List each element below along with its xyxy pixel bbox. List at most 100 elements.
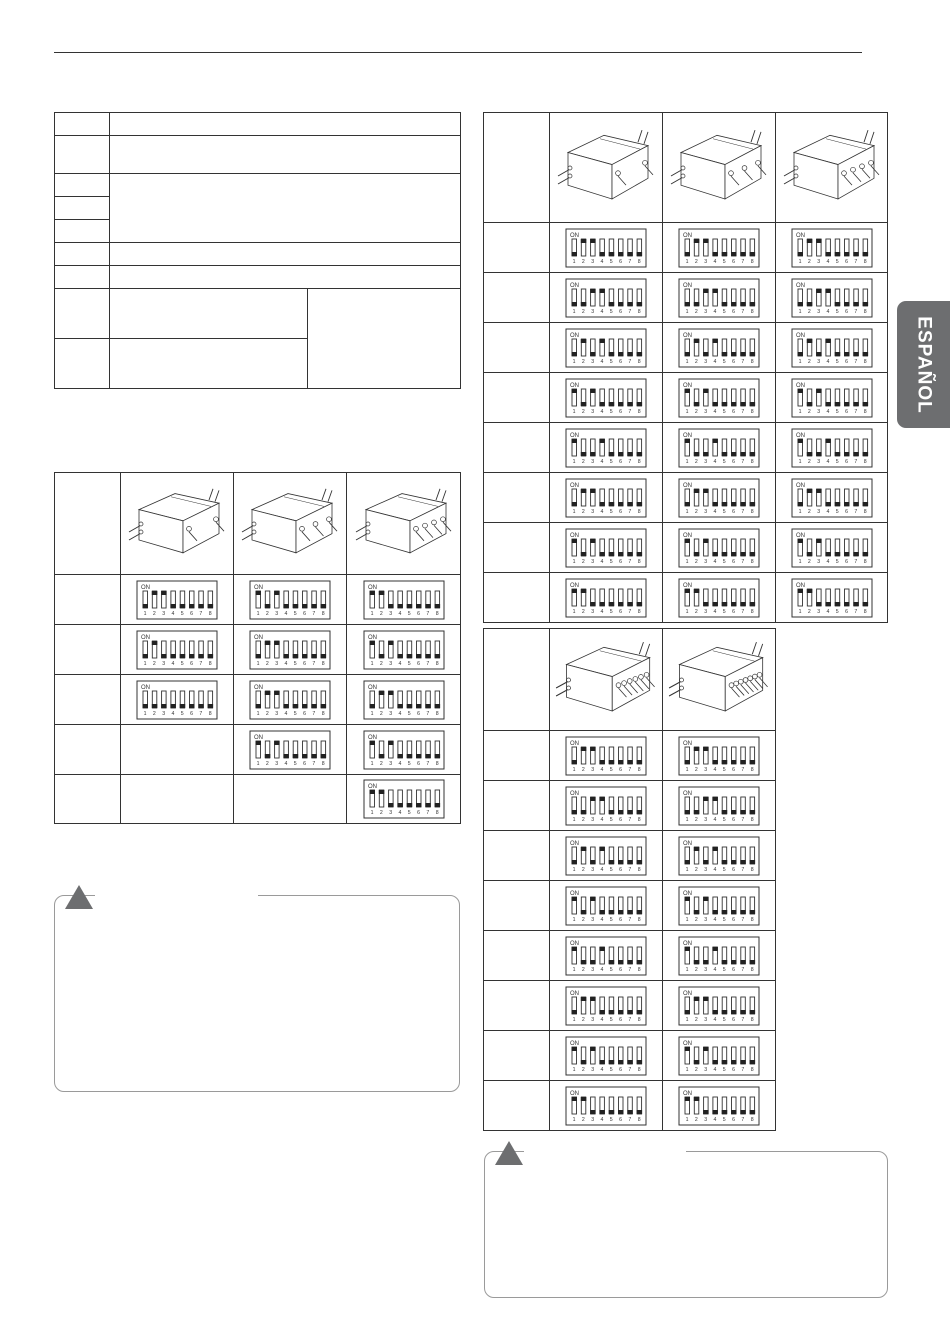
dip-number: 3 [704, 509, 707, 515]
dip-lever [608, 859, 615, 864]
dip-lever [387, 740, 394, 745]
dip-lever [580, 551, 587, 556]
dip-lever [693, 451, 700, 456]
dip-number: 6 [732, 1067, 735, 1073]
dip-number: 7 [628, 767, 631, 773]
dip-number: 4 [172, 611, 175, 617]
dip-lever [283, 653, 289, 658]
dip-number: 4 [714, 309, 717, 315]
dip-number: 1 [686, 817, 689, 823]
dip-number: 4 [714, 1117, 717, 1123]
dip-number: 6 [190, 661, 193, 667]
dip-number: 3 [591, 1067, 594, 1073]
dip-lever [862, 401, 868, 406]
dip-number: 5 [835, 359, 838, 365]
dip-number: 2 [582, 867, 585, 873]
unit-cell [346, 472, 461, 575]
dip-lever [721, 251, 728, 256]
dip-lever [179, 653, 186, 658]
dip-lever [189, 703, 195, 708]
dip-lever [151, 703, 158, 708]
svg-text:ON: ON [570, 791, 579, 797]
dip-lever [179, 603, 186, 608]
dip-number: 7 [854, 559, 857, 565]
row-label [483, 372, 550, 423]
dip-number: 5 [723, 459, 726, 465]
dip-number: 3 [704, 1117, 707, 1123]
spec-cell [54, 219, 110, 243]
dip-number: 6 [732, 867, 735, 873]
dip-lever [571, 859, 577, 864]
dip-number: 2 [582, 767, 585, 773]
dip-lever [580, 809, 587, 814]
svg-text:ON: ON [683, 583, 692, 589]
dip-number: 6 [732, 967, 735, 973]
dip-lever [207, 703, 214, 708]
dip-lever [415, 703, 421, 708]
dip-lever [703, 488, 709, 493]
dip-lever [731, 551, 737, 556]
unit-cell [233, 472, 347, 575]
svg-text:ON: ON [570, 383, 579, 389]
dip-lever [599, 288, 605, 293]
dip-number: 1 [573, 917, 576, 923]
row-label [483, 422, 550, 473]
dip-lever [843, 401, 849, 406]
dip-lever [749, 759, 756, 764]
dip-number: 7 [199, 611, 202, 617]
dip-lever [599, 438, 605, 443]
dip-number: 3 [704, 259, 707, 265]
svg-text:ON: ON [683, 841, 692, 847]
dip-lever [843, 601, 849, 606]
dip-lever [834, 351, 840, 356]
dip-lever [161, 703, 167, 708]
dip-number: 8 [863, 359, 866, 365]
dip-number: 1 [370, 761, 373, 767]
dip-number: 6 [732, 459, 735, 465]
dip-lever [684, 538, 690, 543]
dip-lever [712, 946, 718, 951]
dip-lever [627, 909, 633, 914]
svg-text:ON: ON [796, 533, 805, 539]
dip-lever [618, 809, 624, 814]
dip-lever [721, 809, 728, 814]
dip-lever [571, 351, 577, 356]
dip-number: 8 [751, 817, 754, 823]
dip-number: 5 [407, 761, 410, 767]
dip-number: 3 [817, 359, 820, 365]
dip-number: 4 [285, 661, 288, 667]
unit-cell [662, 112, 776, 223]
dip-number: 3 [817, 259, 820, 265]
row-label [483, 830, 550, 881]
dip-lever [824, 338, 831, 343]
dip-number: 1 [686, 1117, 689, 1123]
dip-number: 7 [854, 359, 857, 365]
dip-lever [406, 753, 412, 758]
dip-lever [703, 288, 709, 293]
dip-number: 5 [610, 559, 613, 565]
svg-text:ON: ON [570, 333, 579, 339]
dip-number: 6 [732, 409, 735, 415]
spec-cell [54, 196, 110, 220]
dip-lever [571, 588, 577, 593]
branch-unit-illustration [668, 641, 768, 712]
spec-cell [307, 288, 461, 389]
dip-number: 1 [573, 1067, 576, 1073]
dip-lever [693, 846, 700, 851]
language-side-tab: ESPAÑOL [897, 301, 950, 428]
dip-number: 1 [370, 711, 373, 717]
dip-number: 1 [798, 459, 801, 465]
dip-number: 6 [845, 409, 848, 415]
